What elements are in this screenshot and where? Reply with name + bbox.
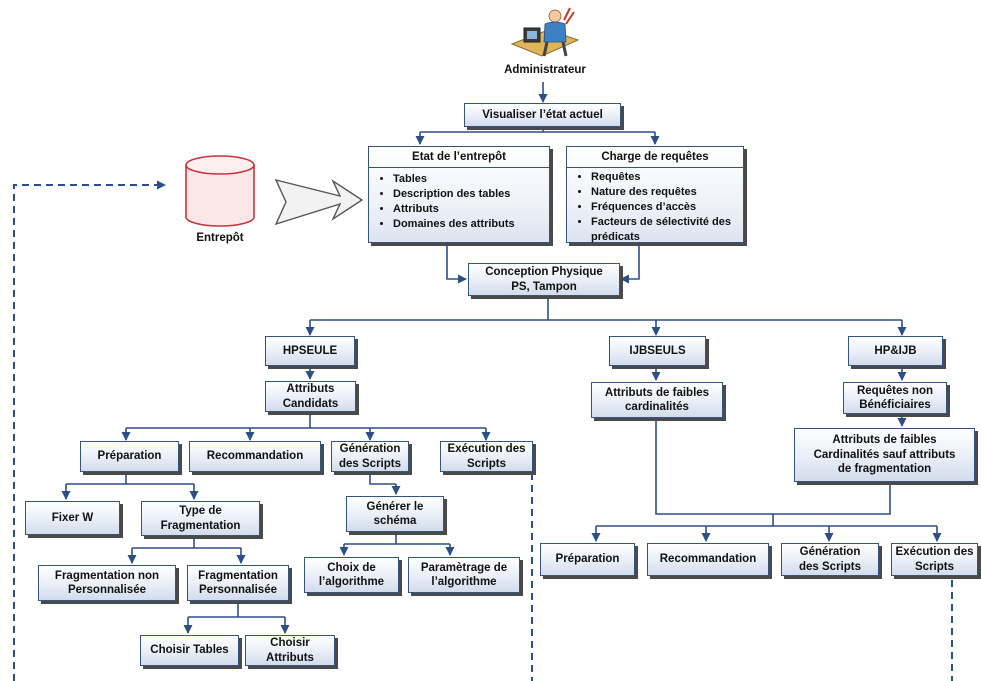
charge-item: Facteurs de sélectivité des prédicats <box>591 215 743 245</box>
edge-generation-stem <box>369 472 396 485</box>
hpijb-node[interactable]: HP&IJB <box>848 336 943 366</box>
entrepot-label: Entrepôt <box>196 232 244 244</box>
charge-requetes-panel[interactable]: Charge de requêtes Requêtes Nature des r… <box>566 146 744 243</box>
edge-feedback-loop <box>13 180 166 681</box>
charge-item: Fréquences d’accès <box>591 200 743 215</box>
administrator-label: Administrateur <box>504 64 586 76</box>
entrepot-state-panel[interactable]: Etat de l’entrepôt Tables Description de… <box>368 146 550 243</box>
requetes-non-beneficiaires-node[interactable]: Requêtes non Bénéficiaires <box>843 382 947 414</box>
execution-scripts-node[interactable]: Exécution des Scripts <box>440 441 533 472</box>
choisir-tables-node[interactable]: Choisir Tables <box>140 635 239 666</box>
charge-panel-title: Charge de requêtes <box>567 147 743 168</box>
preparation-node[interactable]: Préparation <box>80 441 179 472</box>
type-fragmentation-node[interactable]: Type de Fragmentation <box>141 501 260 536</box>
charge-item: Nature des requêtes <box>591 185 743 200</box>
charge-panel-list: Requêtes Nature des requêtes Fréquences … <box>567 170 743 245</box>
entrepot-panel-title: Etat de l’entrepôt <box>369 147 549 168</box>
generation-scripts-node[interactable]: Génération des Scripts <box>331 441 409 472</box>
edge-hpijb-merge <box>773 482 891 515</box>
fragmentation-non-personnalisee-node[interactable]: Fragmentation non Personnalisée <box>38 565 176 601</box>
attributs-candidats-node[interactable]: Attributs Candidats <box>265 381 356 412</box>
transfer-arrow <box>274 178 364 226</box>
parametrage-algorithme-node[interactable]: Paramètrage de l’algorithme <box>408 557 520 593</box>
choisir-attributs-node[interactable]: Choisir Attributs <box>245 635 335 666</box>
bottom-preparation-node[interactable]: Préparation <box>540 543 635 576</box>
conception-physique-node[interactable]: Conception Physique PS, Tampon <box>468 263 620 296</box>
attributs-faibles-cardinalites-node[interactable]: Attributs de faibles cardinalités <box>591 382 723 418</box>
visualiser-node[interactable]: Visualiser l’état actuel <box>464 103 621 127</box>
entrepot-item: Attributs <box>393 202 549 217</box>
bottom-recommandation-node[interactable]: Recommandation <box>647 543 769 576</box>
hpseule-node[interactable]: HPSEULE <box>265 336 355 366</box>
entrepot-item: Tables <box>393 172 549 187</box>
entrepot-item: Description des tables <box>393 187 549 202</box>
edge-charge-conception <box>620 243 640 284</box>
fixer-w-node[interactable]: Fixer W <box>25 501 120 535</box>
recommandation-node[interactable]: Recommandation <box>189 441 321 472</box>
ijbseuls-node[interactable]: IJBSEULS <box>609 336 706 366</box>
charge-item: Requêtes <box>591 170 743 185</box>
bottom-execution-scripts-node[interactable]: Exécution des Scripts <box>891 543 978 576</box>
fragmentation-personnalisee-node[interactable]: Fragmentation Personnalisée <box>187 565 289 601</box>
administrator-icon <box>510 7 580 57</box>
choix-algorithme-node[interactable]: Choix de l’algorithme <box>304 557 399 593</box>
bottom-generation-scripts-node[interactable]: Génération des Scripts <box>781 543 879 576</box>
edge-entrepot-conception <box>446 243 467 284</box>
edge-ijbseuls-merge <box>655 418 773 515</box>
attributs-sauf-fragmentation-node[interactable]: Attributs de faibles Cardinalités sauf a… <box>794 428 975 482</box>
entrepot-item: Domaines des attributs <box>393 217 549 232</box>
entrepot-panel-list: Tables Description des tables Attributs … <box>369 172 549 232</box>
generer-schema-node[interactable]: Générer le schéma <box>346 496 444 532</box>
database-cylinder-icon <box>185 155 255 227</box>
